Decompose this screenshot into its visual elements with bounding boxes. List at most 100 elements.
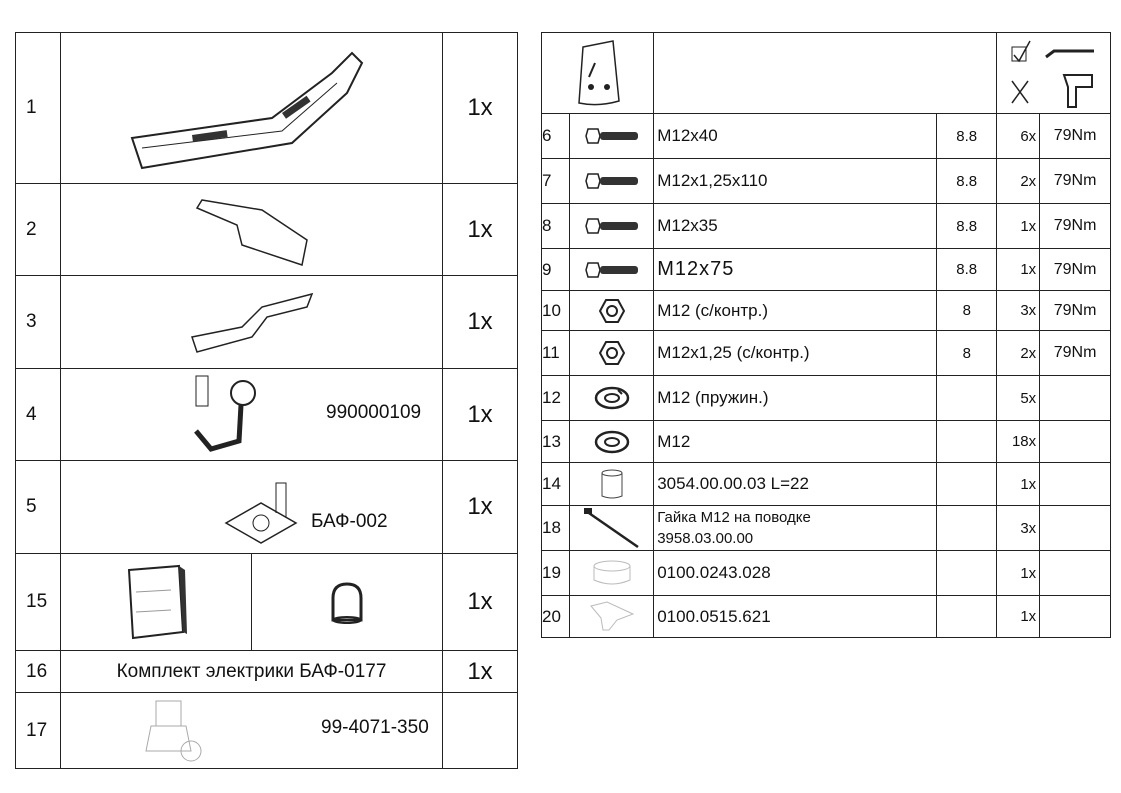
part-name: M12 (с/контр.) [653,290,938,331]
strength-grade: 8 [936,330,998,376]
table-row: 15 1x [15,553,518,651]
torque: 79Nm [1039,248,1111,291]
quantity: 1x [442,32,518,184]
washer-icon [570,430,653,454]
row-number: 9 [541,248,570,291]
table-row: 7 M12x1,25x110 8.8 2x 79Nm [541,158,1111,204]
table-row: 8 M12x35 8.8 1x 79Nm [541,203,1111,249]
socket-plate-icon [224,482,298,544]
row-number: 20 [541,595,570,638]
row-number: 18 [541,505,570,551]
torque [1039,462,1111,506]
part-name: 0100.0243.028 [653,550,938,596]
table-row: 1 1x [15,32,518,184]
bolt-icon [570,261,653,279]
quantity [442,692,518,769]
strength-grade [936,595,998,638]
row-number: 8 [541,203,570,249]
part-name: 3054.00.00.03 L=22 [653,462,938,506]
row-number: 12 [541,375,570,421]
part-code: БАФ-002 [311,511,388,532]
ball-cover-icon [331,581,363,624]
tools-legend-cell [996,32,1111,114]
torque [1039,420,1111,463]
ball-cover-cell [251,553,443,651]
hardware-bag-icon [577,40,620,106]
row-number: 14 [541,462,570,506]
crossbar-beam-icon [130,51,363,170]
row-number: 3 [15,275,61,369]
quantity: 1x [442,460,518,554]
row-number: 5 [15,460,61,554]
quantity: 18x [996,420,1041,463]
part-image-cell [60,275,443,369]
table-row: 17 99-4071-350 [15,692,518,769]
quantity: 1x [442,650,518,693]
nut-icon [570,298,653,324]
bolt-icon [570,217,653,235]
quantity: 1x [442,553,518,651]
nut-icon [570,340,653,366]
manual-booklet-icon [127,564,187,640]
part-icon-cell [568,203,655,249]
quantity: 2x [996,158,1041,204]
row-number: 1 [15,32,61,184]
part-name: M12 [653,420,938,463]
table-row: 13 M12 18x [541,420,1111,463]
torque: 79Nm [1039,203,1111,249]
table-row: 2 1x [15,183,518,276]
strength-grade: 8.8 [936,113,998,159]
part-image-cell: БАФ-002 [60,460,443,554]
spacer-icon [570,468,653,500]
table-row: 19 0100.0243.028 1x [541,550,1111,596]
tow-ball-icon [194,375,256,452]
table-row: 20 0100.0515.621 1x [541,595,1111,638]
quantity: 3x [996,290,1041,331]
ring-icon [570,558,653,588]
part-icon-cell [568,505,655,551]
row-number: 2 [15,183,61,276]
part-icon-cell [568,158,655,204]
manual-cell [60,553,252,651]
strength-grade [936,375,998,421]
row-number: 16 [15,650,61,693]
table-row: 5 БАФ-002 1x [15,460,518,554]
quantity: 1x [996,550,1041,596]
nut-on-leash-icon [570,507,653,549]
torque: 79Nm [1039,330,1111,376]
part-icon-cell [568,462,655,506]
table-row: 11 M12x1,25 (с/контр.) 8 2x 79Nm [541,330,1111,376]
part-name: M12x40 [653,113,938,159]
bracket-icon [190,292,313,353]
part-name: M12x1,25 (с/контр.) [653,330,938,376]
bracket-icon [195,198,308,266]
clip-icon [570,600,653,634]
row-number: 13 [541,420,570,463]
table-row: 16 Комплект электрики БАФ-0177 1x [15,650,518,693]
part-icon-cell [568,550,655,596]
row-number: 19 [541,550,570,596]
part-image-cell [60,32,443,184]
part-icon-cell [568,420,655,463]
part-code: 3958.03.00.00 [657,530,754,547]
header-blank [653,32,998,114]
row-number: 7 [541,158,570,204]
part-icon-cell [568,375,655,421]
part-name: 0100.0515.621 [653,595,938,638]
quantity: 2x [996,330,1041,376]
row-number: 15 [15,553,61,651]
quantity: 1x [442,368,518,461]
part-icon-cell [568,113,655,159]
quantity: 1x [442,183,518,276]
table-row: 12 M12 (пружин.) 5x [541,375,1111,421]
table-row: 6 M12x40 8.8 6x 79Nm [541,113,1111,159]
table-row: 4 990000109 1x [15,368,518,461]
strength-grade: 8.8 [936,248,998,291]
torque [1039,595,1111,638]
row-number: 6 [541,113,570,159]
strength-grade: 8.8 [936,203,998,249]
part-code: 990000109 [326,402,422,423]
strength-grade [936,550,998,596]
part-name: M12x75 [653,248,938,291]
spring-washer-icon [570,386,653,410]
